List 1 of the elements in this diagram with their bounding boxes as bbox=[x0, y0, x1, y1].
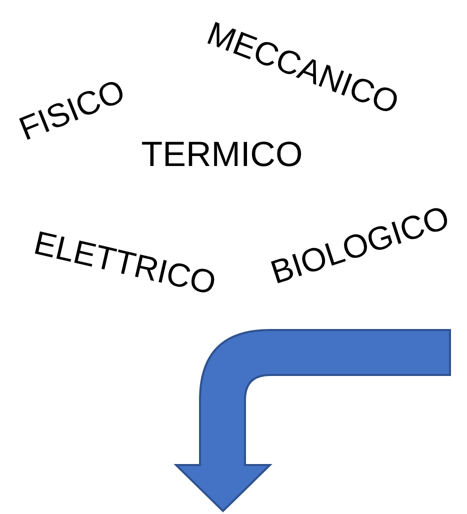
label-text: TERMICO bbox=[141, 135, 303, 175]
